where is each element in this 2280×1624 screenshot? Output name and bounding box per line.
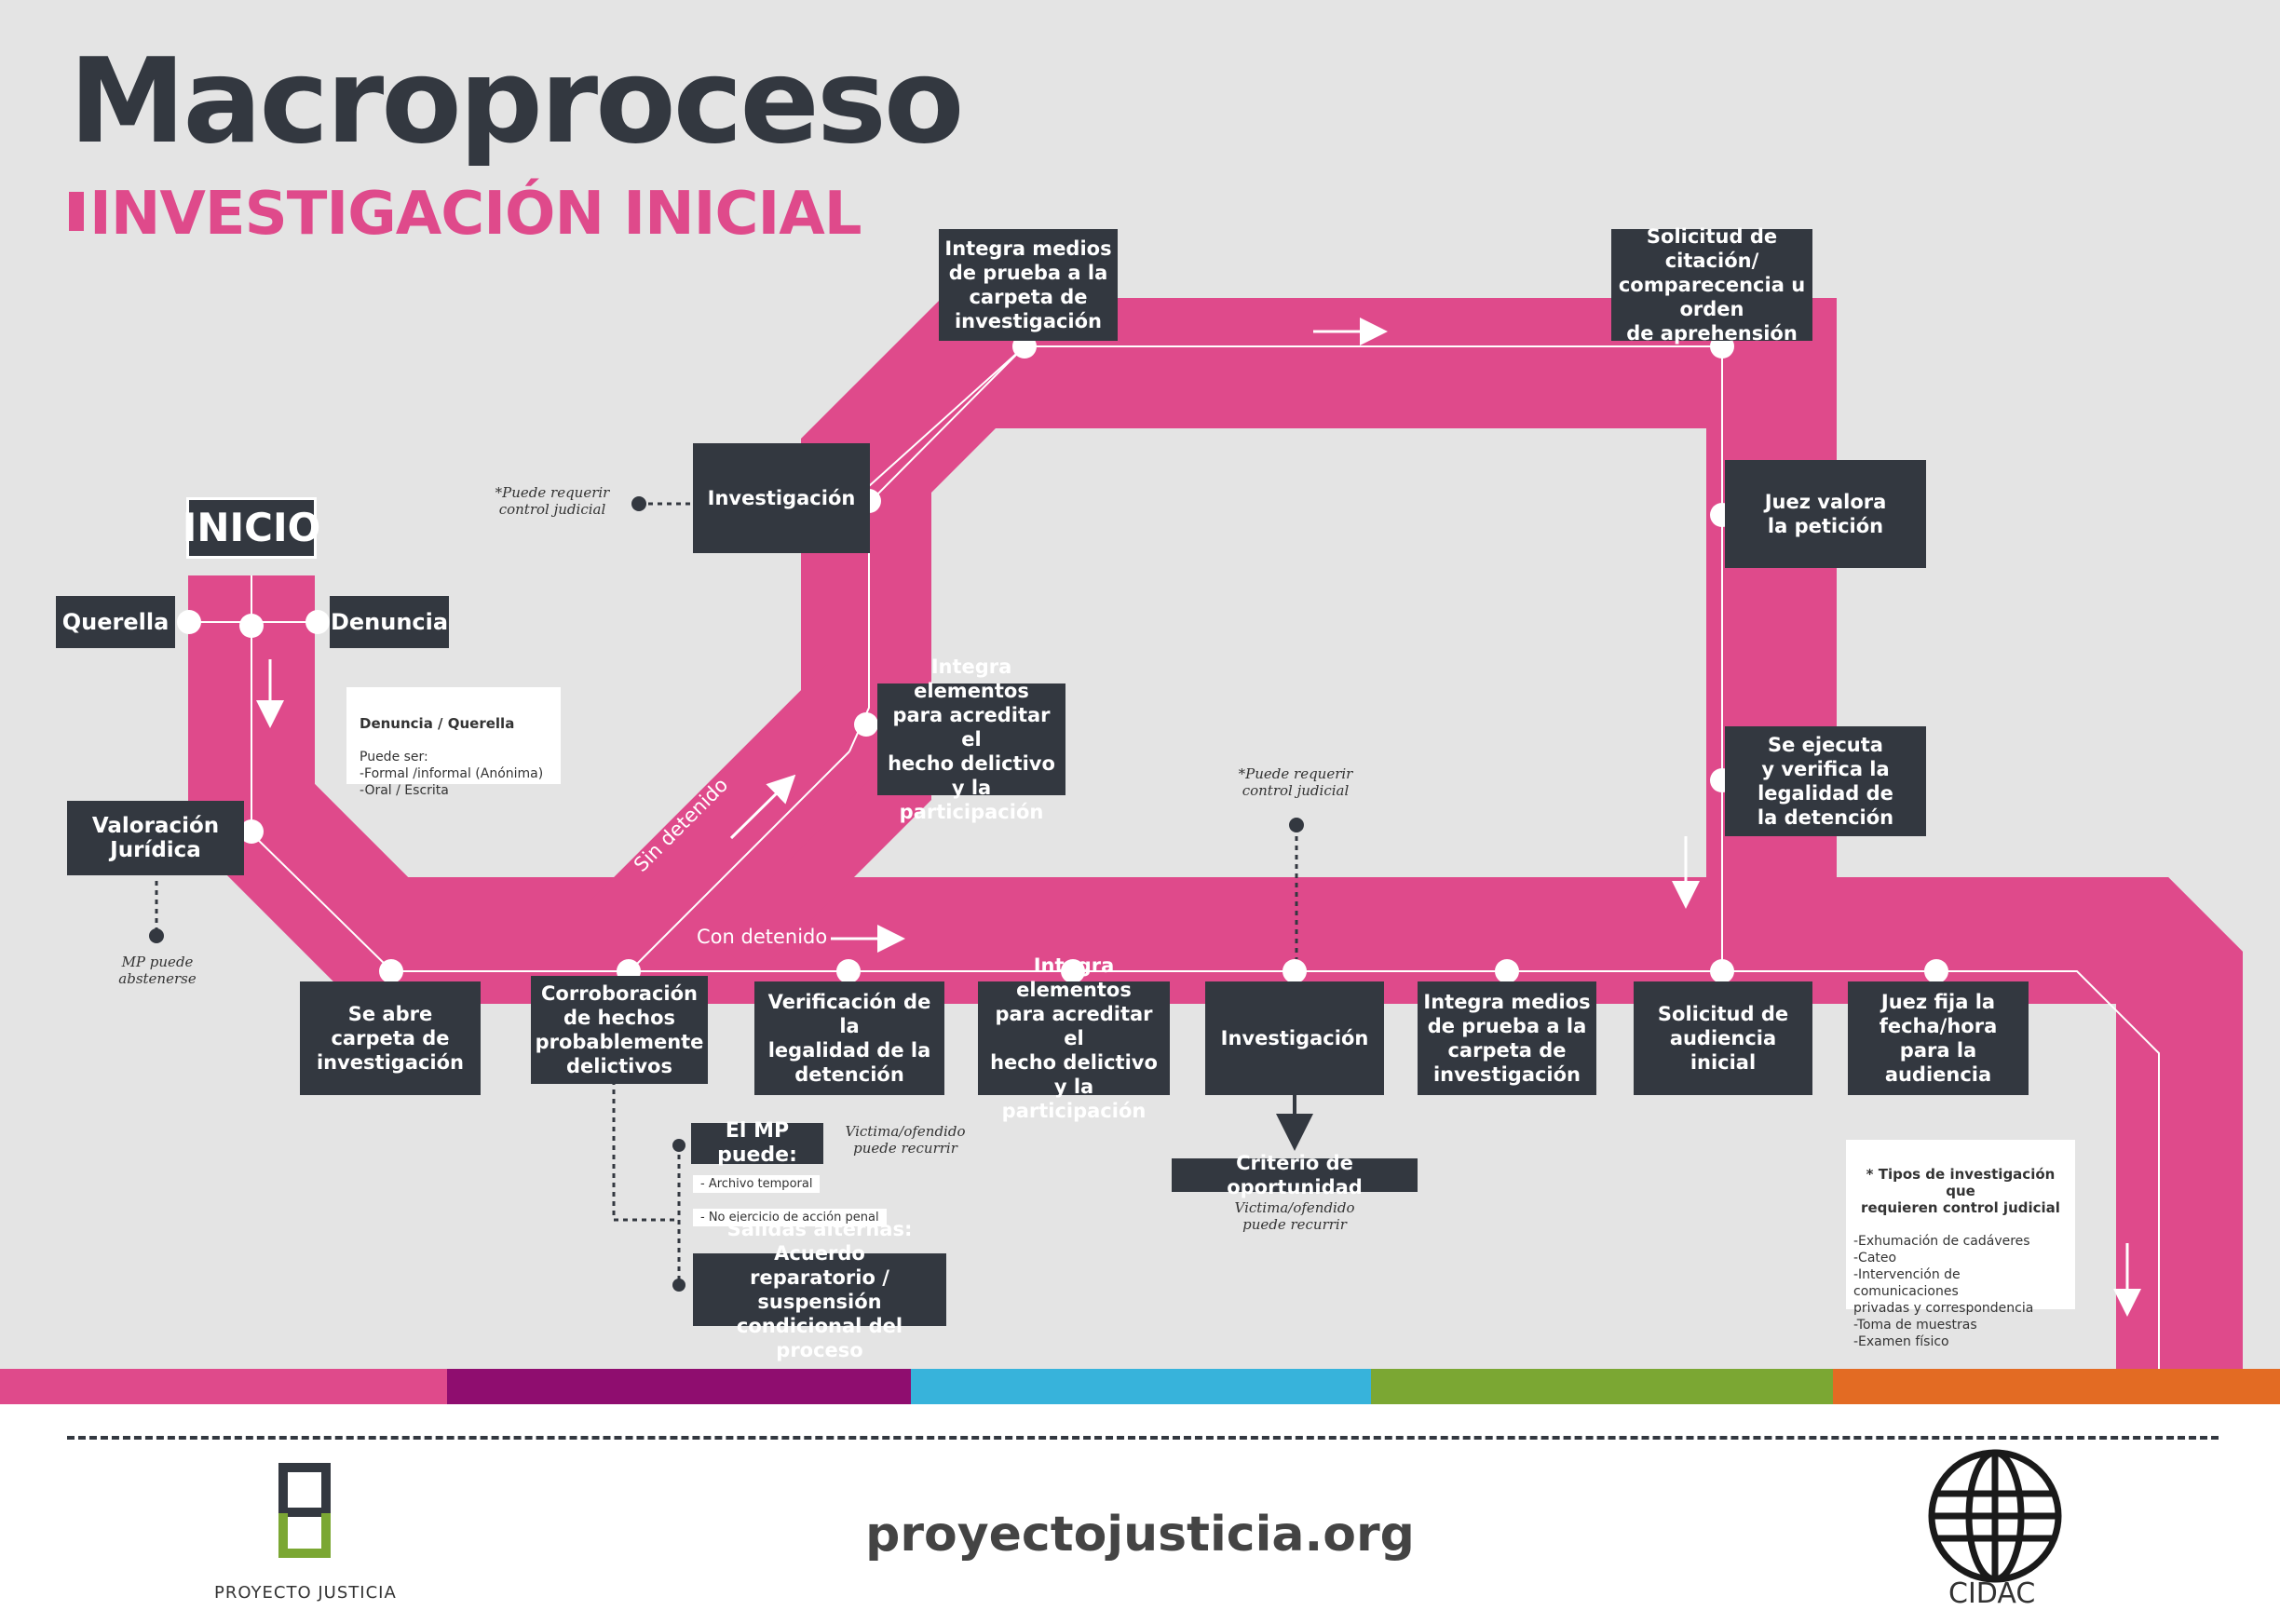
note-tipos-title: * Tipos de investigación que requieren c…	[1861, 1166, 2060, 1216]
hand-victima-mp: Victima/ofendido puede recurrir	[845, 1123, 966, 1157]
globe-icon	[1928, 1449, 2062, 1583]
mp-option-no-ejercicio: - No ejercicio de acción penal	[693, 1209, 887, 1226]
node-criterio-oportunidad[interactable]: Criterio de oportunidad	[1172, 1152, 1418, 1198]
hand-control-judicial-mid: *Puede requerir control judicial	[1238, 765, 1353, 799]
label-con-detenido: Con detenido	[697, 926, 828, 948]
node-integra-elementos-bottom[interactable]: Integra elementos para acreditar el hech…	[978, 954, 1170, 1122]
hand-control-judicial-left: *Puede requerir control judicial	[495, 484, 610, 518]
inicio-label: INICIO	[183, 497, 320, 559]
stripe-purple	[447, 1369, 911, 1404]
note-tipos-investigacion: * Tipos de investigación que requieren c…	[1846, 1140, 2075, 1349]
node-denuncia[interactable]: Denuncia	[330, 596, 449, 648]
footer-divider	[67, 1436, 2219, 1440]
hand-mp-abstenerse: MP puede abstenerse	[118, 954, 197, 987]
node-solicitud-citacion[interactable]: Solicitud de citación/ comparecencia u o…	[1611, 225, 1812, 345]
node-se-abre-carpeta[interactable]: Se abre carpeta de investigación	[300, 981, 481, 1095]
note-denuncia-title: Denuncia / Querella	[360, 715, 515, 732]
footer-site-link[interactable]: proyectojusticia.org	[865, 1507, 1415, 1563]
mp-option-archivo: - Archivo temporal	[693, 1175, 821, 1193]
note-denuncia-body: Puede ser: -Formal /informal (Anónima) -…	[360, 750, 544, 798]
node-corroboracion[interactable]: Corroboración de hechos probablemente de…	[531, 976, 708, 1084]
hand-victima-criterio: Victima/ofendido puede recurrir	[1234, 1199, 1355, 1233]
node-investigacion-up[interactable]: Investigación	[693, 443, 870, 553]
logo-cidac: CIDAC	[1948, 1577, 2036, 1610]
stripe-green	[1371, 1369, 1833, 1404]
node-querella[interactable]: Querella	[56, 596, 175, 648]
node-juez-valora[interactable]: Juez valora la petición	[1725, 460, 1926, 568]
logo-proyecto-justicia: PROYECTO JUSTICIA	[214, 1583, 397, 1603]
node-verificacion-legalidad[interactable]: Verificación de la legalidad de la deten…	[754, 981, 944, 1095]
node-integra-elementos-up[interactable]: Integra elementos para acreditar el hech…	[877, 656, 1065, 823]
node-investigacion-bottom[interactable]: Investigación	[1205, 981, 1384, 1095]
page-title: Macroproceso	[69, 33, 964, 169]
node-juez-fija-fecha[interactable]: Juez fija la fecha/hora para la audienci…	[1848, 981, 2029, 1095]
node-valoracion-juridica[interactable]: Valoración Jurídica	[67, 801, 244, 875]
stripe-pink	[0, 1369, 447, 1404]
stripe-cyan	[911, 1369, 1371, 1404]
stripe-orange	[1833, 1369, 2280, 1404]
node-salidas-alternas[interactable]: Salidas alternas: Acuerdo reparatorio / …	[693, 1218, 946, 1361]
subtitle-marker	[69, 192, 84, 231]
note-denuncia-querella: Denuncia / Querella Puede ser: -Formal /…	[346, 687, 561, 798]
node-integra-medios-bottom[interactable]: Integra medios de prueba a la carpeta de…	[1418, 981, 1596, 1095]
node-mp-puede[interactable]: El MP puede:	[691, 1119, 823, 1167]
node-integra-medios-top[interactable]: Integra medios de prueba a la carpeta de…	[939, 229, 1118, 341]
node-se-ejecuta[interactable]: Se ejecuta y verifica la legalidad de la…	[1725, 726, 1926, 836]
node-solicitud-audiencia[interactable]: Solicitud de audiencia inicial	[1634, 981, 1812, 1095]
proyecto-justicia-logo	[278, 1463, 331, 1558]
page-subtitle: INVESTIGACIÓN INICIAL	[89, 180, 862, 249]
note-tipos-body: -Exhumación de cadáveres -Cateo -Interve…	[1853, 1234, 2034, 1349]
